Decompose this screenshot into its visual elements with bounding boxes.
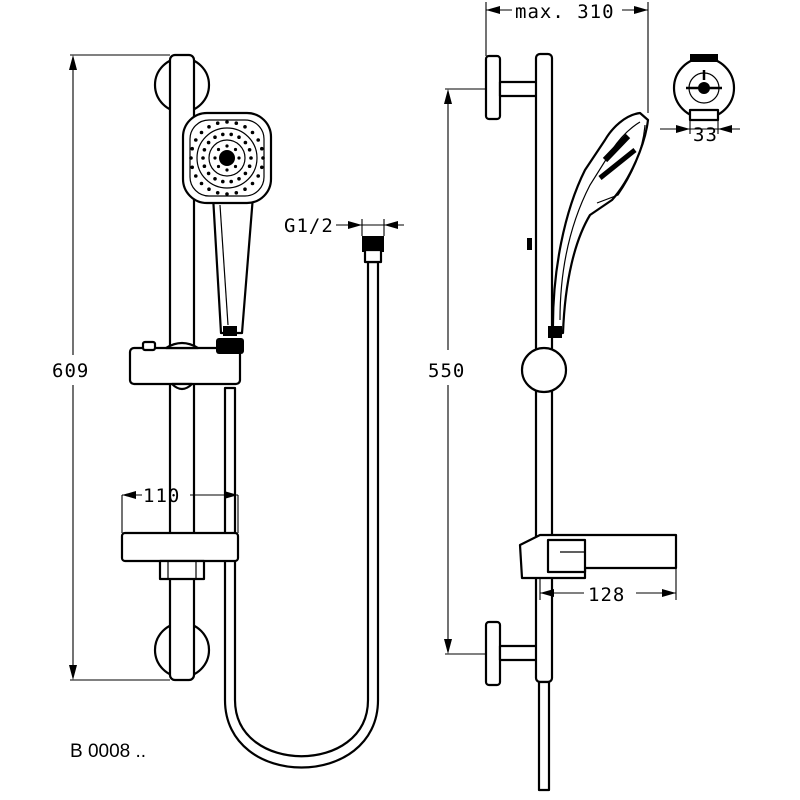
spray-nozzle [213,177,217,181]
spray-nozzle [202,164,207,168]
spray-nozzle [199,181,204,186]
spray-nozzle [234,121,239,125]
spray-nozzle [221,132,225,137]
spray-nozzle [215,121,220,125]
spray-nozzle [247,148,252,152]
dimension-128: 128 [588,584,625,606]
spray-nozzle [256,174,261,178]
shower-hose [223,260,380,769]
spray-nozzle [243,125,247,129]
spray-nozzle [221,179,225,184]
dimension-110: 110 [143,485,180,507]
spray-nozzle [207,187,211,191]
spray-nozzle [225,168,229,172]
slider-knob [520,346,568,394]
spray-nozzle [201,156,205,160]
spray-nozzle [229,179,233,184]
spray-nozzle [194,138,198,142]
spray-nozzle [233,147,238,152]
spray-nozzle [206,171,211,176]
spray-nozzle [256,138,261,142]
spray-nozzle [225,144,229,148]
spray-nozzle [202,148,207,152]
spray-nozzle [190,146,194,151]
spray-nozzle [189,156,193,160]
spray-nozzle [260,165,264,170]
side-view: 550 max. 310 128 [428,1,678,792]
dimension-609: 609 [52,360,89,382]
shower-slider [128,338,244,391]
hose-nut [363,248,383,264]
spray-nozzle [249,156,253,160]
bracket-top-view: 33 [660,54,740,146]
spray-nozzle [261,156,265,160]
front-view: 609 110 G1/2 [52,53,404,769]
spray-nozzle [194,174,198,178]
spray-nozzle [225,192,229,196]
spray-nozzle [247,164,252,168]
dimension-33: 33 [693,124,718,146]
spray-nozzle [229,132,233,137]
spray-nozzle [199,130,204,135]
hand-shower [181,111,273,336]
spray-nozzle [190,165,194,170]
bottom-wall-plate [484,620,502,687]
spray-nozzle [213,156,217,160]
spray-nozzle [250,181,255,186]
spray-nozzle [243,171,248,176]
spray-nozzle [216,147,221,152]
spray-nozzle [250,130,255,135]
dimension-g1-2: G1/2 [284,215,334,237]
spray-nozzle [243,187,247,191]
spray-nozzle [225,120,229,124]
spray-nozzle [206,140,211,145]
hose-connector [362,236,384,252]
spray-nozzle [243,140,248,145]
spray-nozzle [234,191,239,195]
spray-nozzle [237,156,241,160]
spray-nozzle [213,135,217,139]
hand-shower-profile [548,111,650,338]
spray-face [189,120,265,196]
spray-nozzle [233,164,238,169]
spray-nozzle [215,191,220,195]
spray-nozzle [207,125,211,129]
spray-nozzle [216,164,221,169]
soap-tray [120,531,240,581]
drawing-code: B 0008 .. [70,741,146,762]
soap-tray-profile [518,533,678,580]
spray-nozzle [237,135,241,139]
dimension-550: 550 [428,360,465,382]
spray-nozzle [237,177,241,181]
spray-nozzle [260,146,264,151]
top-wall-plate [484,54,502,121]
dimension-max-310: max. 310 [515,1,615,23]
